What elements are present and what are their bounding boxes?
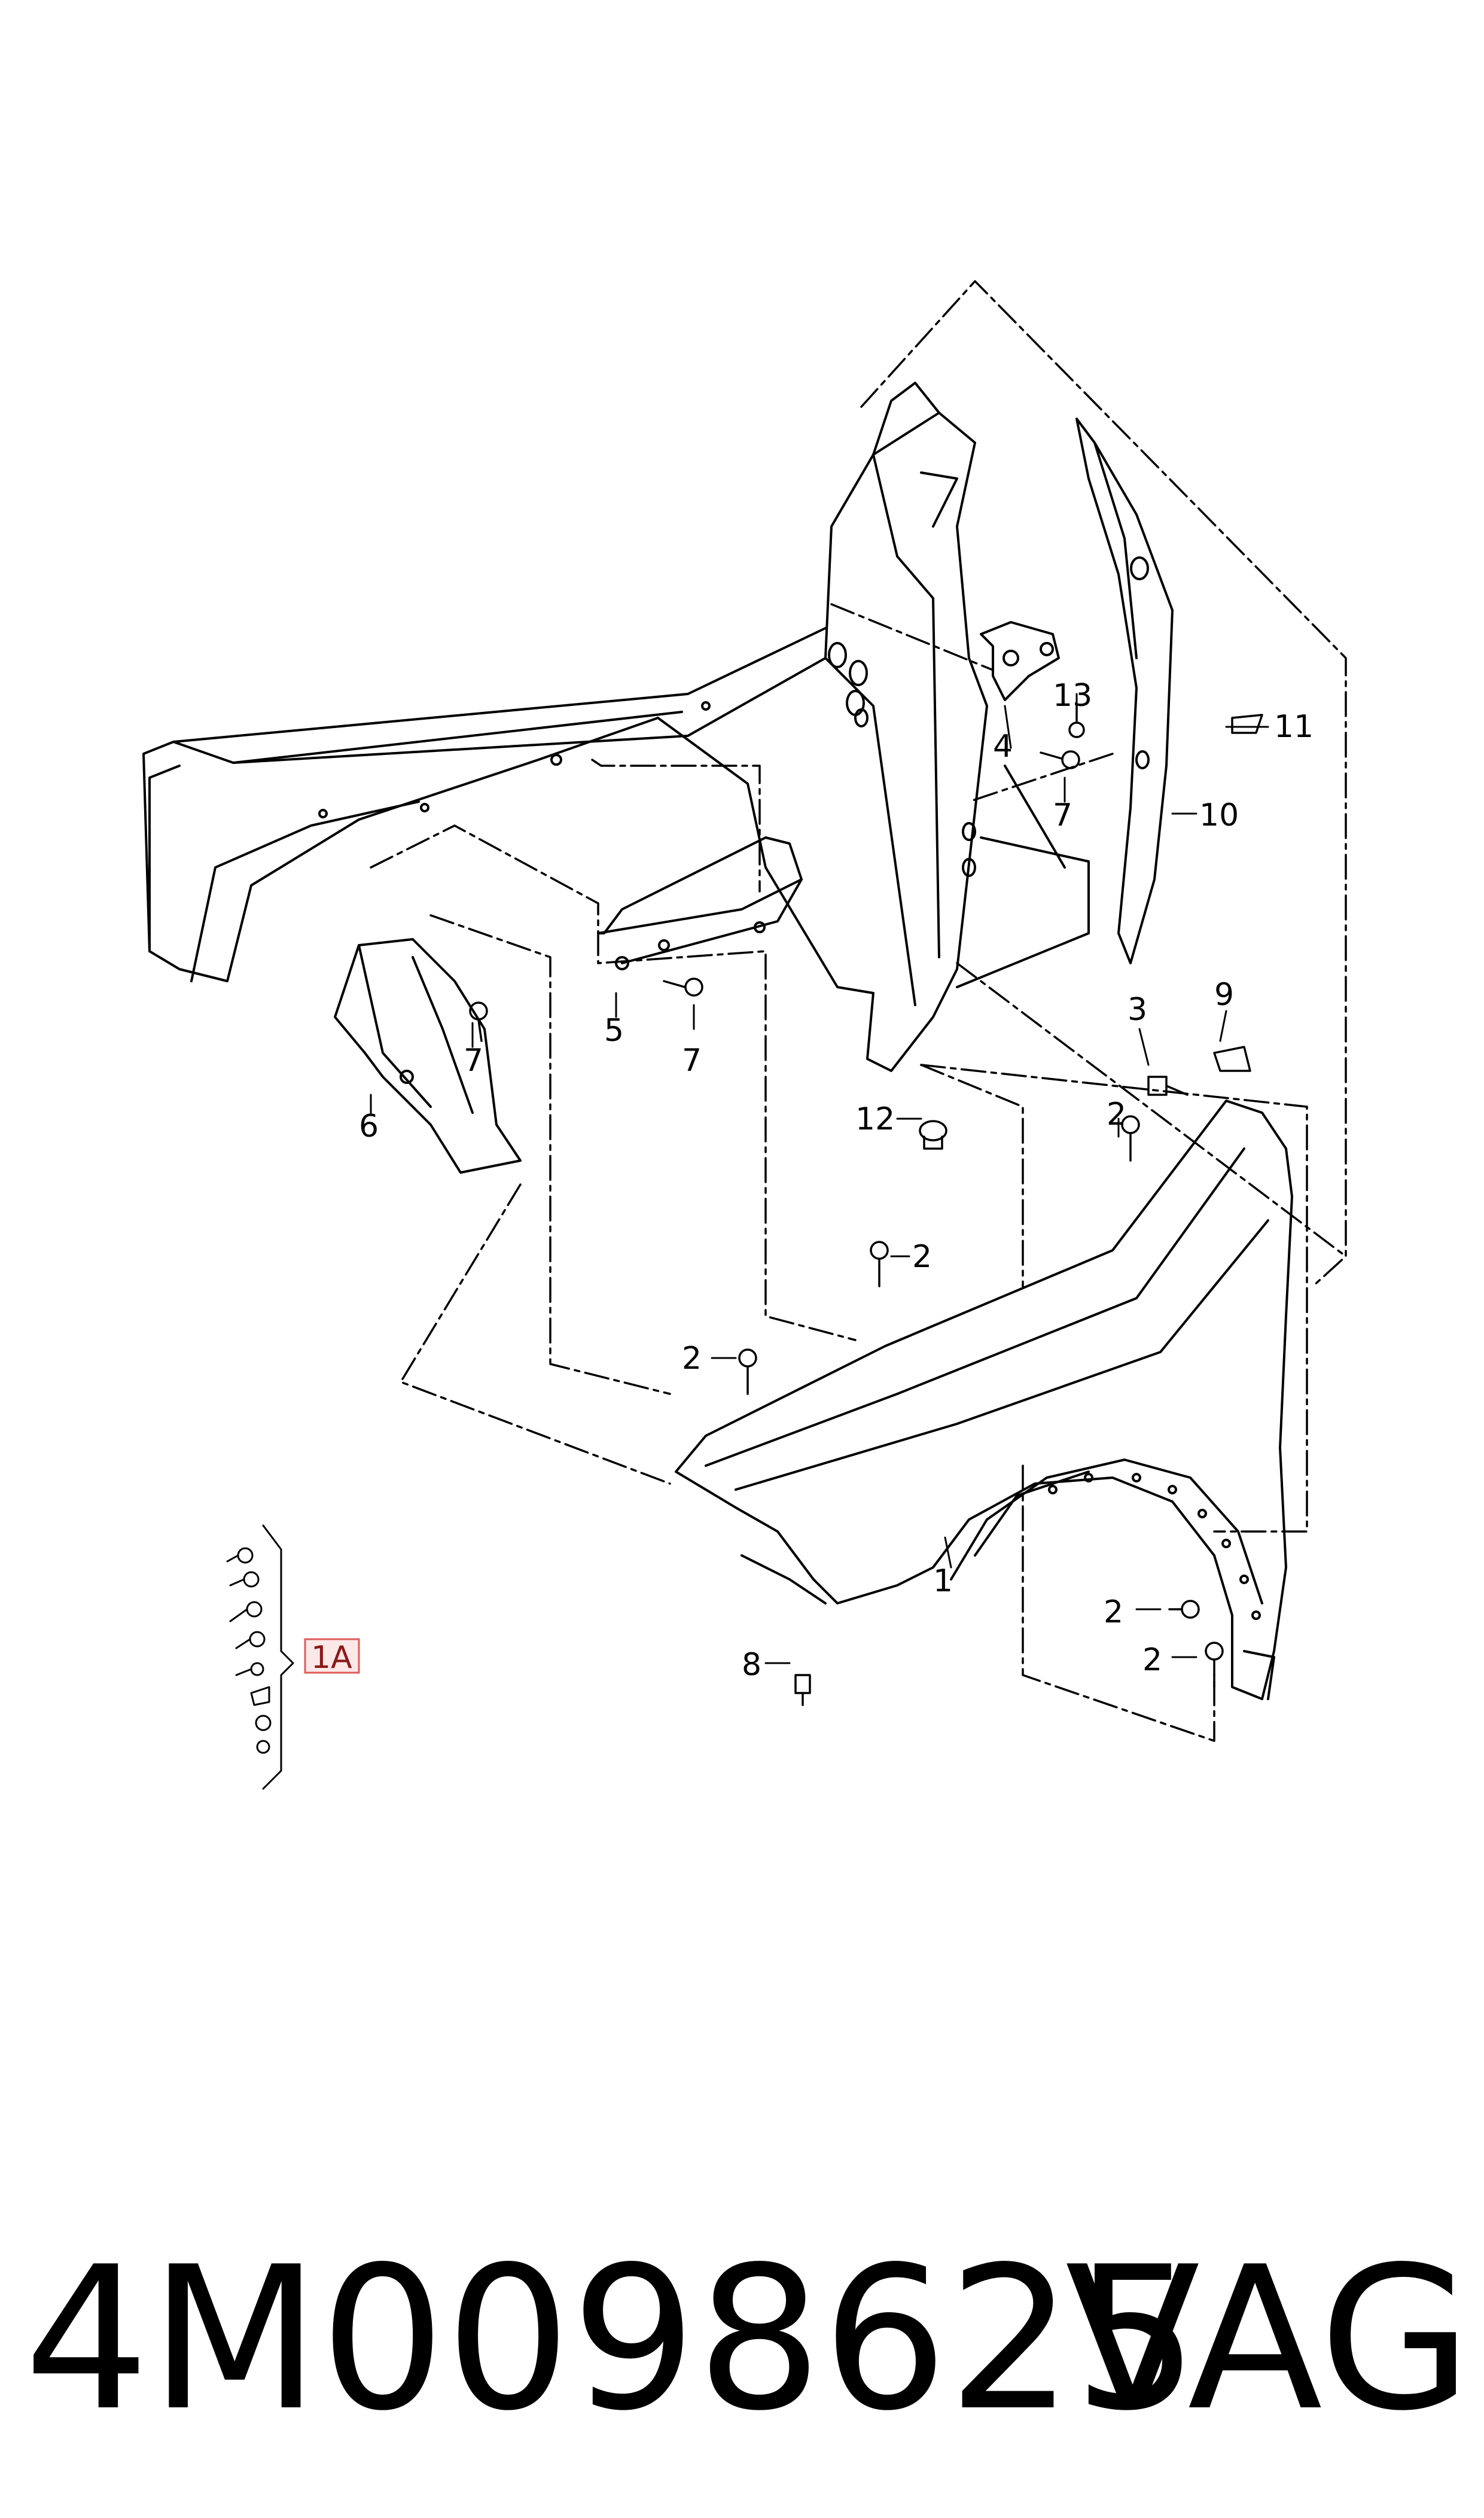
callout-7: 7 (682, 1043, 702, 1079)
screw-icon (469, 1001, 488, 1042)
callout-4: 4 (993, 729, 1013, 765)
callout-9: 9 (1214, 977, 1234, 1013)
clip-icon (1213, 1046, 1251, 1072)
leader-lines (370, 693, 1269, 1664)
part-10-filler-panel (1075, 418, 1174, 964)
callout-5: 5 (604, 1013, 624, 1049)
part-5-bracket (597, 836, 803, 970)
bolt-icon (794, 1674, 811, 1706)
callout-12: 12 (855, 1101, 895, 1137)
parts-diagram: 1 1A 2 2 2 2 2 3 4 5 6 7 7 7 8 9 10 11 1… (142, 280, 1347, 1790)
callout-2: 2 (1107, 1097, 1126, 1132)
callout-2: 2 (1104, 1594, 1123, 1630)
kit-1a-hardware (226, 1524, 294, 1790)
screw-icon (1205, 1642, 1224, 1688)
callout-13: 13 (1053, 678, 1092, 714)
fasteners (469, 705, 1263, 1706)
callout-3: 3 (1128, 992, 1147, 1028)
callout-2: 2 (682, 1341, 702, 1377)
callout-7: 7 (1053, 797, 1072, 833)
callout-1: 1 (933, 1563, 953, 1599)
screw-icon (870, 1241, 889, 1287)
callout-10: 10 (1199, 797, 1239, 833)
part-number: 4M0098625 (24, 2224, 1199, 2454)
callout-labels: 1 1A 2 2 2 2 2 3 4 5 6 7 7 7 8 9 10 11 1… (311, 678, 1314, 1683)
callout-1a: 1A (311, 1640, 352, 1676)
screw-icon (663, 978, 703, 997)
callout-11: 11 (1274, 709, 1314, 745)
grommet-icon (919, 1120, 947, 1150)
part-1-front-fender (675, 1100, 1293, 1700)
clip-icon (1231, 714, 1263, 734)
brand-name: VAG (1065, 2224, 1472, 2454)
callout-7: 7 (464, 1043, 483, 1079)
screw-icon (738, 1348, 757, 1395)
screw-icon (1121, 1115, 1140, 1162)
bolt-icon (1147, 1076, 1189, 1096)
part-6-bracket (334, 938, 522, 1174)
footer: 4M0098625 VAG (0, 2213, 1484, 2465)
callout-6: 6 (359, 1109, 379, 1144)
callout-2: 2 (912, 1239, 932, 1275)
callout-2: 2 (1142, 1642, 1162, 1678)
body-structure (142, 382, 1090, 1072)
callout-8: 8 (742, 1647, 761, 1683)
assembly-lines (370, 280, 1347, 1742)
kit-1a-box (304, 1638, 360, 1674)
part-4-bracket (980, 621, 1060, 701)
screw-icon (1040, 750, 1080, 769)
screw-icon (1168, 1600, 1200, 1619)
